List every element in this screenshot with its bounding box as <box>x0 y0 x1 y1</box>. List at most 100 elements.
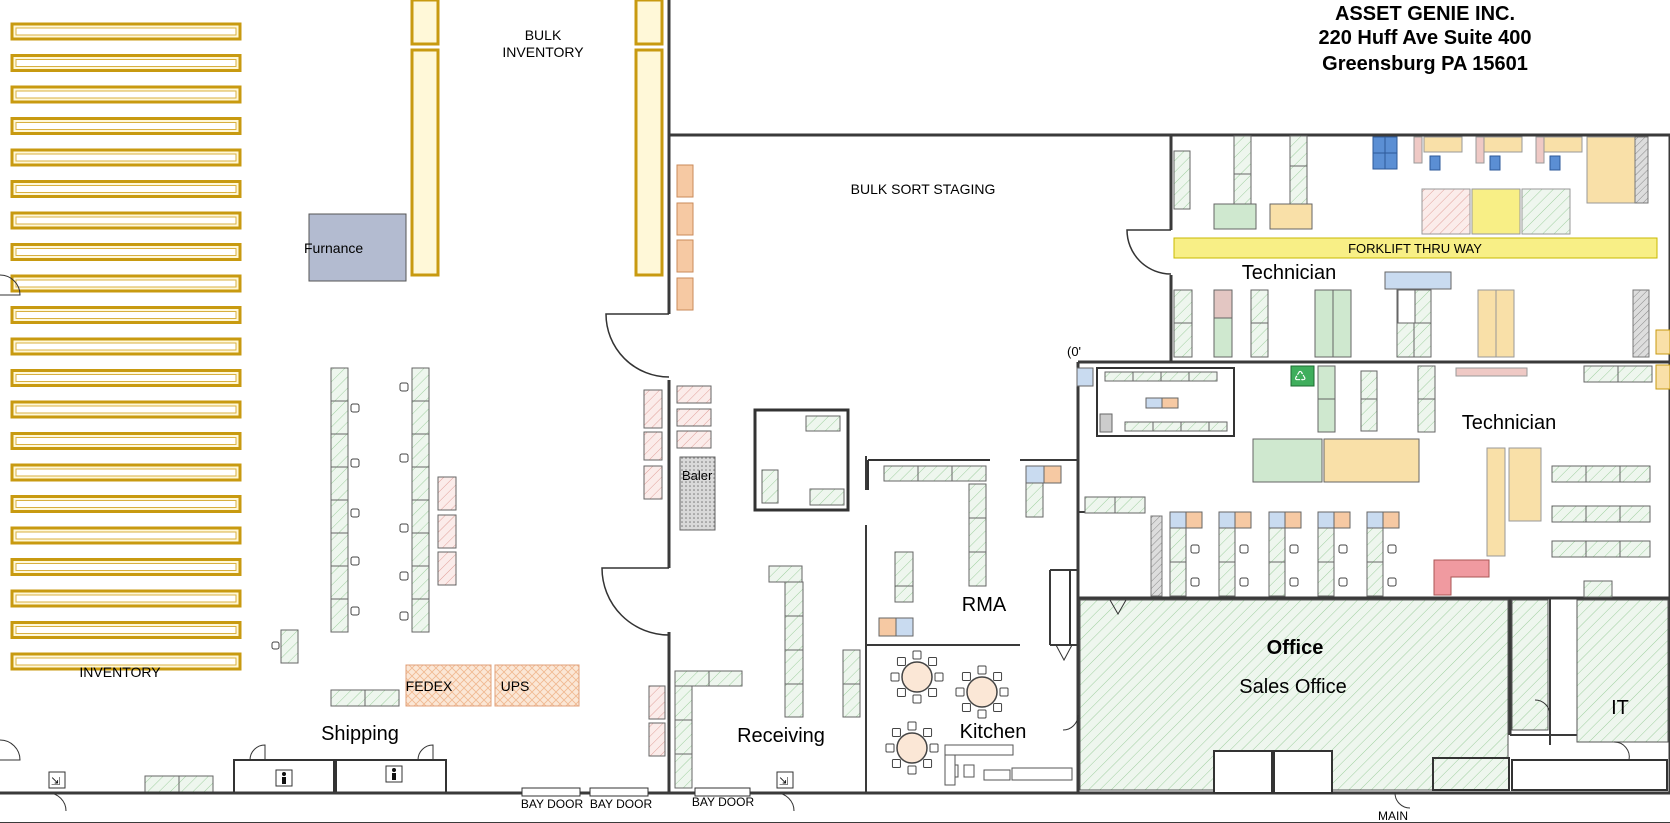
rma-blue-box <box>895 617 914 637</box>
door-tick-4 <box>1613 741 1630 761</box>
ups-label: UPS <box>501 678 530 694</box>
chair <box>350 458 360 468</box>
chair <box>1190 544 1200 554</box>
tech-top-green-block <box>1213 203 1257 230</box>
company-address-1: 220 Huff Ave Suite 400 <box>1318 27 1531 49</box>
door-tick-5 <box>1062 714 1079 731</box>
it-counter <box>1511 759 1668 791</box>
chair <box>1289 577 1299 587</box>
bay-doors <box>521 787 751 797</box>
small-office <box>753 408 850 512</box>
kitchen-chair <box>961 703 971 713</box>
workbench <box>330 598 349 633</box>
chair <box>399 571 409 581</box>
door-tick-1 <box>1109 599 1127 616</box>
kitchen-chair <box>896 656 906 666</box>
door-arc-staging-2 <box>601 567 670 636</box>
kitchen-chair <box>955 687 965 697</box>
kitchen-chair <box>896 688 906 698</box>
workstation-blue <box>1317 511 1335 529</box>
inventory-rack-inner <box>15 374 237 382</box>
kitchen-chair <box>993 671 1003 681</box>
chair <box>1239 544 1249 554</box>
recycle-icon: ♺ <box>1294 369 1307 385</box>
workbench <box>330 400 349 435</box>
company-name: ASSET GENIE INC. <box>1335 3 1515 25</box>
chair <box>1338 544 1348 554</box>
bulk-inventory-racks <box>410 0 664 277</box>
it-area <box>1576 599 1669 743</box>
door-tick-2 <box>1055 644 1073 662</box>
door-left-1 <box>0 274 21 296</box>
tech-upper-gray-shelf <box>1632 289 1650 358</box>
inventory-rack-inner <box>15 248 237 256</box>
kitchen-chair <box>907 765 917 775</box>
workbench <box>411 400 430 435</box>
kitchen-tables <box>896 661 998 764</box>
door-arc-restroom-1 <box>249 744 266 761</box>
workstation-desk <box>1366 561 1384 597</box>
restrooms-shipping <box>233 759 447 794</box>
ups-area <box>494 664 580 707</box>
inventory-rack-inner <box>15 216 237 225</box>
inventory-rack-inner <box>15 594 237 603</box>
inventory-rack-inner <box>15 405 237 414</box>
origin-marker: (0' <box>1067 344 1081 359</box>
inventory-rack-inner <box>15 311 237 319</box>
door-tick-6 <box>1394 792 1411 809</box>
workstation-orange <box>1234 511 1252 529</box>
workbench <box>330 466 349 501</box>
workstation-desk <box>1268 561 1286 597</box>
tech-upper-blue-shelf <box>1384 271 1452 290</box>
workbench <box>330 499 349 534</box>
furnace-label: Furnance <box>304 240 363 256</box>
tech-upper-row2 <box>1213 289 1352 358</box>
forklift-label: FORKLIFT THRU WAY <box>1348 241 1482 256</box>
workbench <box>330 367 349 402</box>
tech-top-pink-posts <box>1413 136 1545 164</box>
workstation-desk <box>1317 561 1335 597</box>
chair <box>1289 544 1299 554</box>
gray-pillar <box>1150 515 1163 597</box>
svg-text:⇲: ⇲ <box>779 775 788 788</box>
workstation-desk <box>1169 527 1187 563</box>
office-restrooms <box>1213 750 1333 794</box>
workstation-orange <box>1284 511 1302 529</box>
kitchen-chair <box>977 665 987 675</box>
tech-upper-blue-benches <box>1397 289 1416 324</box>
it-label: IT <box>1611 697 1629 719</box>
inventory-rack-inner <box>15 500 237 508</box>
cubicle-cluster-desks <box>1104 371 1228 432</box>
workbench <box>330 433 349 468</box>
rma-orange-box <box>878 617 897 637</box>
workbench <box>411 367 430 402</box>
beige-work-area <box>1323 438 1420 483</box>
rma-label: RMA <box>962 594 1007 616</box>
shelf-right <box>1634 136 1649 204</box>
inventory-rack-inner <box>15 626 237 634</box>
inventory-rack-inner <box>15 342 237 351</box>
office-closet <box>1511 599 1549 731</box>
bulk-sort-staging-label: BULK SORT STAGING <box>851 181 996 197</box>
tech-top-beige-block <box>1269 203 1313 230</box>
exit-signs <box>48 771 1401 789</box>
blue-box-small <box>1076 367 1094 387</box>
chair <box>350 508 360 518</box>
kitchen-chair <box>923 727 933 737</box>
green-work-area <box>1252 438 1323 483</box>
kitchen-chair <box>993 703 1003 713</box>
inventory-rack-inner <box>15 563 237 571</box>
bulk-inventory-label-2: INVENTORY <box>502 44 584 60</box>
workbench <box>411 466 430 501</box>
chair <box>1190 577 1200 587</box>
inventory-rack-inner <box>15 90 237 99</box>
workstation-desk <box>1366 527 1384 563</box>
workstation-orange <box>1382 511 1400 529</box>
workbench <box>330 532 349 567</box>
inventory-rack-inner <box>15 531 237 540</box>
inventory-rack-inner <box>15 27 237 36</box>
inventory-rack-inner <box>15 185 237 193</box>
chair <box>350 606 360 616</box>
receiving-benches <box>674 565 861 789</box>
